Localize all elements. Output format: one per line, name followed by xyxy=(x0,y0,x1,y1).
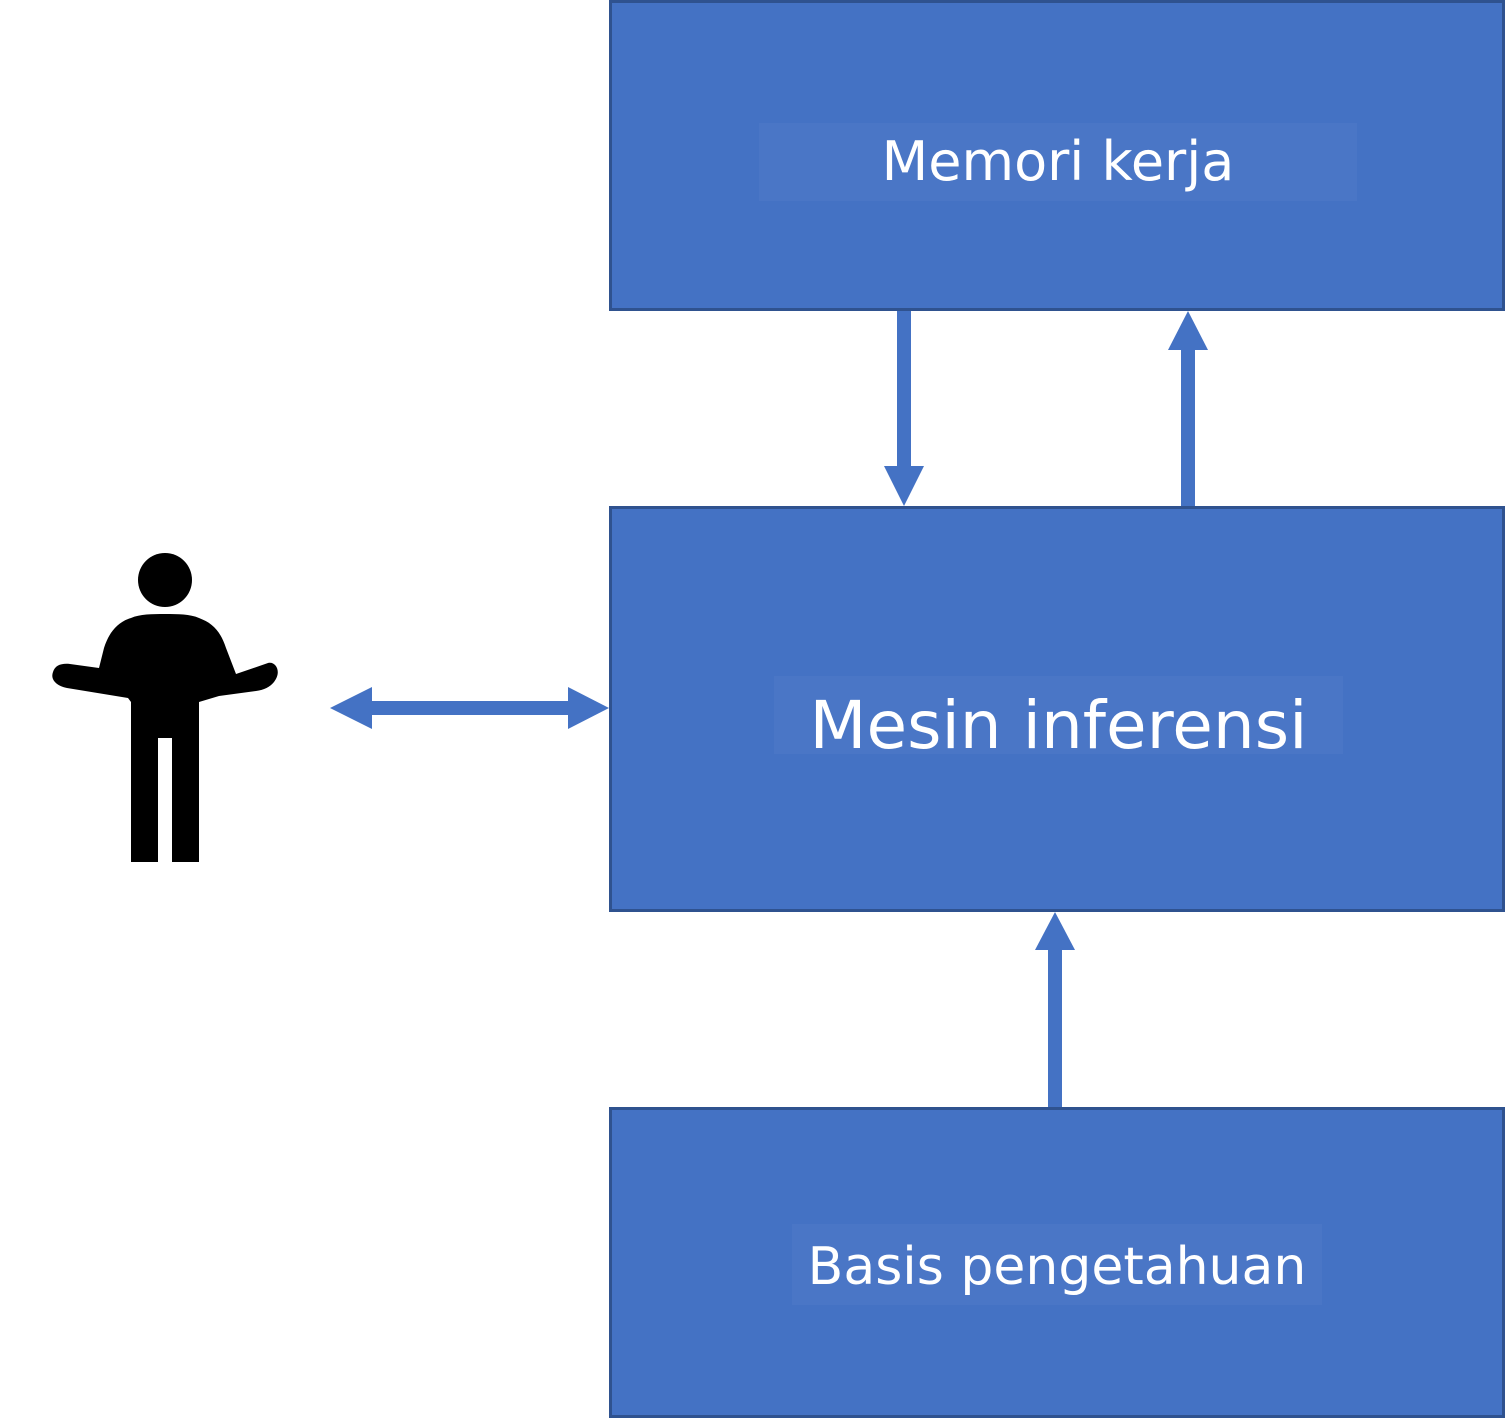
arrow-memory-to-engine xyxy=(884,311,924,506)
knowledge-base-label: Basis pengetahuan xyxy=(792,1224,1322,1305)
inference-engine-label: Mesin inferensi xyxy=(774,676,1343,754)
arrow-kb-to-engine xyxy=(1035,912,1075,1107)
arrow-engine-to-memory xyxy=(1168,311,1208,506)
person-shrugging-icon xyxy=(52,553,278,862)
arrow-user-engine xyxy=(330,687,609,729)
working-memory-label: Memori kerja xyxy=(759,123,1357,201)
